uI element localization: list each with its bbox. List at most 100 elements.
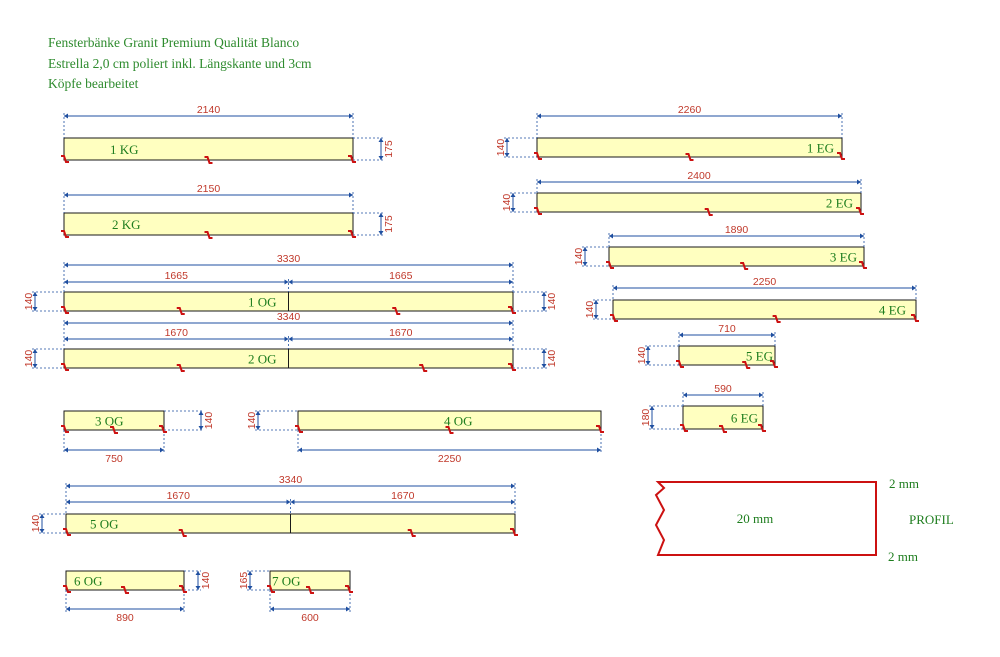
piece-eg1-label: 1 EG [807, 141, 834, 156]
piece-kg1-mark-right [348, 155, 356, 163]
piece-eg5-mark-left [676, 360, 684, 368]
piece-eg6-length-label: 590 [714, 383, 732, 395]
piece-og1-seg-2-label: 1665 [389, 270, 413, 282]
piece-og2-depth-right-label: 140 [546, 350, 558, 368]
piece-og5-seg-1-label: 1670 [167, 490, 191, 502]
piece-og6-label: 6 OG [74, 574, 103, 589]
piece-og2-depth-left-label: 140 [23, 350, 35, 368]
piece-eg3-label: 3 EG [830, 250, 857, 265]
piece-og5-seg-2-label: 1670 [391, 490, 415, 502]
piece-eg4-mark-right [911, 314, 919, 322]
header-line-2: Estrella 2,0 cm poliert inkl. Längskante… [48, 56, 312, 71]
piece-eg5-label: 5 EG [746, 349, 773, 364]
piece-og1-label: 1 OG [248, 295, 277, 310]
profile-thickness: 20 mm [737, 511, 773, 526]
piece-kg2-mark-left [61, 230, 69, 238]
piece-og5-mark-right [510, 528, 518, 536]
piece-eg6-depth-left-label: 180 [640, 409, 652, 427]
piece-og1-depth-left-label: 140 [23, 293, 35, 311]
piece-og2-mark-right [508, 363, 516, 371]
piece-og5-depth-left-label: 140 [30, 515, 42, 533]
piece-og2-mark-mid-1 [419, 364, 428, 372]
piece-og2-mark-left [61, 363, 69, 371]
piece-og6-mark-mid-0 [121, 586, 129, 594]
piece-eg3-mark-left [606, 261, 614, 269]
piece-kg1-mark-mid-0 [204, 156, 213, 164]
piece-og2-length-label: 3340 [277, 311, 301, 323]
profile-outline [654, 481, 877, 556]
piece-kg2-slab [63, 212, 354, 236]
piece-og5-mark-mid-0 [178, 529, 187, 537]
piece-og1-mark-left [61, 306, 69, 314]
piece-og7-mark-right [345, 585, 353, 593]
piece-og4-label: 4 OG [444, 414, 473, 429]
piece-og1-mark-mid-0 [176, 307, 185, 315]
piece-kg1-mark-left [61, 155, 69, 163]
profile-bottom-edge: 2 mm [888, 549, 918, 564]
piece-eg2-mark-right [856, 207, 864, 215]
piece-kg2-length-label: 2150 [197, 183, 221, 195]
piece-og7-mark-mid-0 [306, 586, 314, 594]
piece-eg4-label: 4 EG [879, 303, 906, 318]
piece-og7-mark-left [267, 585, 275, 593]
profile-top-edge: 2 mm [889, 476, 919, 491]
piece-og2-seg-2-label: 1670 [389, 327, 413, 339]
piece-eg4-mark-left [610, 314, 618, 322]
piece-eg2-depth-left-label: 140 [501, 194, 513, 212]
piece-og4-mark-left [295, 425, 303, 433]
header-line-1: Fensterbänke Granit Premium Qualität Bla… [48, 35, 300, 50]
piece-og6-depth-right-label: 140 [200, 572, 212, 590]
piece-kg2-depth-right-label: 175 [383, 215, 395, 233]
piece-og7-label: 7 OG [272, 574, 301, 589]
piece-og3-mark-mid-0 [110, 426, 118, 434]
piece-og3-mark-left [61, 425, 69, 433]
piece-og6-mark-left [63, 585, 71, 593]
piece-eg5-length-label: 710 [718, 323, 736, 335]
piece-eg6-label: 6 EG [731, 411, 758, 426]
piece-og2-seg-1-label: 1670 [165, 327, 189, 339]
piece-kg1-slab [63, 137, 354, 161]
piece-eg5-depth-left-label: 140 [636, 347, 648, 365]
piece-eg4-slab [612, 299, 917, 320]
piece-og3-mark-right [159, 425, 167, 433]
piece-eg6-mark-right [758, 424, 766, 432]
piece-kg2-label: 2 KG [112, 217, 141, 232]
piece-og5-length-label: 3340 [279, 474, 303, 486]
piece-kg2-mark-right [348, 230, 356, 238]
piece-og2-label: 2 OG [248, 352, 277, 367]
piece-eg3-length-label: 1890 [725, 224, 749, 236]
piece-eg1-mark-mid-0 [685, 153, 694, 161]
piece-og3-depth-right-label: 140 [203, 412, 215, 430]
profile-title: PROFIL [909, 512, 954, 527]
piece-og3-length-label: 750 [105, 453, 123, 465]
piece-eg5-mark-mid-0 [742, 361, 751, 369]
piece-eg6-mark-mid-0 [719, 425, 727, 433]
piece-eg1-depth-left-label: 140 [495, 139, 507, 157]
piece-eg5-slab [678, 345, 776, 366]
piece-og3-label: 3 OG [95, 414, 124, 429]
piece-eg4-length-label: 2250 [753, 276, 777, 288]
piece-og7-depth-left-label: 165 [238, 572, 250, 590]
piece-eg3-mark-right [859, 261, 867, 269]
piece-og4-depth-left-label: 140 [246, 412, 258, 430]
piece-kg1-label: 1 KG [110, 142, 139, 157]
piece-og5-label: 5 OG [90, 517, 119, 532]
piece-og6-mark-right [179, 585, 187, 593]
piece-eg2-label: 2 EG [826, 196, 853, 211]
piece-eg3-depth-left-label: 140 [573, 248, 585, 266]
piece-eg3-slab [608, 246, 865, 267]
piece-og1-mark-mid-1 [392, 307, 401, 315]
piece-eg2-length-label: 2400 [687, 170, 711, 182]
piece-eg1-mark-right [837, 152, 845, 160]
piece-og7-length-label: 600 [301, 612, 319, 624]
piece-kg1-depth-right-label: 175 [383, 140, 395, 158]
piece-og4-mark-mid-0 [445, 426, 454, 434]
piece-og1-depth-right-label: 140 [546, 293, 558, 311]
piece-og1-seg-1-label: 1665 [165, 270, 189, 282]
piece-kg2-mark-mid-0 [204, 231, 213, 239]
piece-kg1-length-label: 2140 [197, 104, 221, 116]
piece-eg6-mark-left [680, 424, 688, 432]
piece-og4-mark-right [596, 425, 604, 433]
piece-og1-mark-right [508, 306, 516, 314]
